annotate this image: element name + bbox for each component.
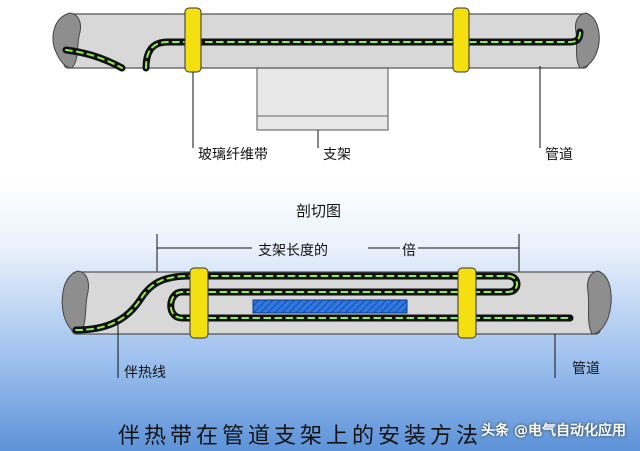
watermark: 头条 @电气自动化应用: [481, 423, 626, 439]
top-pipe-left-end: [52, 12, 81, 69]
figure-caption: 伴热带在管道支架上的安装方法: [118, 424, 483, 449]
bottom-heat-trace-cable: [72, 272, 574, 334]
label-fiberglass-tape: 玻璃纤维带: [198, 147, 268, 163]
label-dimension: 支架长度的: [258, 243, 328, 259]
bracket-section: [252, 299, 408, 314]
label-top-pipe: 管道: [545, 147, 573, 163]
label-bracket: 支架: [323, 147, 351, 163]
section-title: 剖切图: [296, 202, 342, 220]
label-heat-trace: 伴热线: [124, 365, 166, 381]
bottom-pipe-right-end: [587, 270, 612, 335]
label-bottom-pipe: 管道: [572, 361, 600, 377]
label-multiplier: 倍: [402, 243, 416, 259]
top-heat-trace-cable: [62, 28, 584, 72]
top-clamp-right: [452, 7, 470, 73]
bottom-pipe-left-end: [61, 270, 89, 335]
top-pipe-right-end: [575, 12, 600, 69]
bottom-clamp-right: [457, 267, 477, 339]
bottom-clamp-left: [189, 267, 209, 339]
top-clamp-left: [184, 7, 202, 73]
